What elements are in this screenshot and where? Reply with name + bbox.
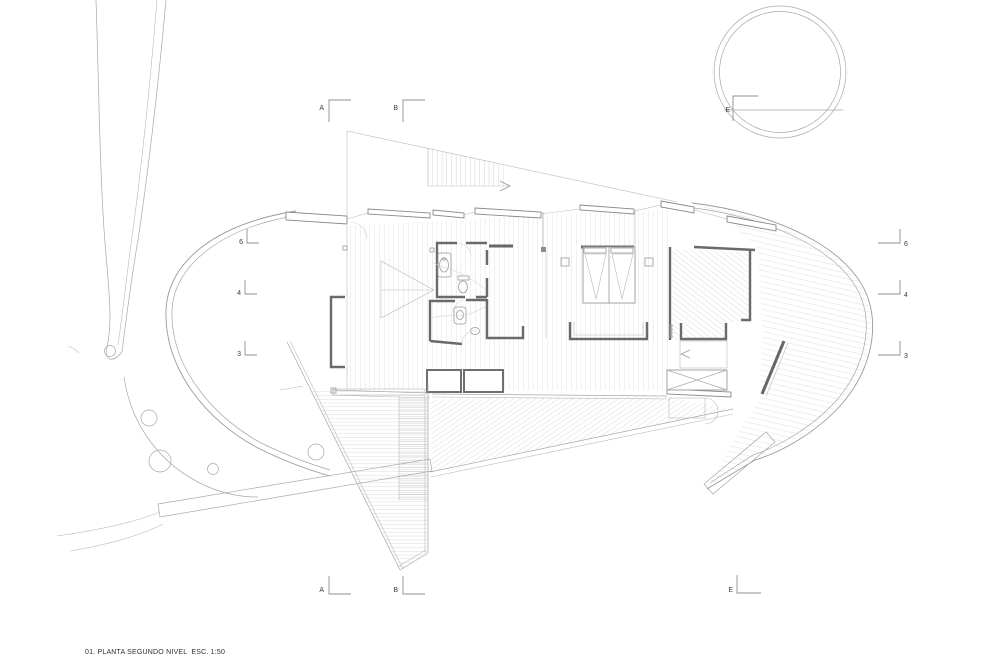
curved-blade-wall bbox=[67, 0, 167, 360]
deck-curve-left bbox=[165, 210, 331, 477]
nightstand bbox=[644, 257, 654, 267]
balcony-wall-west bbox=[329, 295, 345, 369]
section-markers-bottom: A B E bbox=[319, 575, 761, 595]
pillow bbox=[583, 247, 607, 254]
bathrooms bbox=[428, 241, 525, 346]
deck-south-wedge bbox=[429, 397, 734, 478]
boardwalk-band bbox=[56, 458, 433, 552]
skylight-triangle bbox=[380, 260, 435, 319]
wedge-stair-hatch bbox=[428, 149, 507, 186]
plan-caption: 01. PLANTA SEGUNDO NIVEL ESC. 1:50 bbox=[85, 649, 225, 656]
tree-circle bbox=[207, 463, 219, 475]
tree-circle bbox=[307, 443, 325, 461]
stairs-east bbox=[666, 340, 728, 425]
planter-box bbox=[463, 369, 504, 393]
hinge-mark bbox=[342, 245, 348, 251]
section-marker-a-top: A bbox=[319, 105, 324, 112]
grid-marker-4-right: 4 bbox=[904, 292, 908, 299]
grid-marker-3-left: 3 bbox=[237, 351, 241, 358]
tree-circle bbox=[140, 409, 158, 427]
section-markers-top: A B bbox=[319, 99, 425, 122]
exterior-wall-north bbox=[285, 200, 777, 253]
grid-markers-left: 6 4 3 bbox=[237, 229, 259, 358]
small-stair bbox=[668, 397, 706, 419]
ramp-stair-treads bbox=[399, 396, 428, 500]
grid-marker-6-left: 6 bbox=[239, 239, 243, 246]
grid-marker-4-left: 4 bbox=[237, 290, 241, 297]
planter-box bbox=[426, 369, 462, 393]
ramp-triangle bbox=[286, 340, 429, 571]
detail-circle-label-e: E bbox=[725, 107, 730, 114]
roof-wedge bbox=[346, 130, 678, 218]
wall-east-core bbox=[668, 247, 673, 340]
pillow bbox=[610, 247, 634, 254]
nightstand bbox=[560, 257, 570, 267]
grid-marker-3-right: 3 bbox=[904, 353, 908, 360]
stair-band-southeast bbox=[703, 431, 776, 495]
toilet-bowl bbox=[458, 280, 468, 294]
tree-circle bbox=[148, 449, 172, 473]
sofa bbox=[568, 322, 649, 341]
garden-area bbox=[123, 376, 325, 498]
section-marker-a-bottom: A bbox=[319, 587, 324, 594]
grid-marker-6-right: 6 bbox=[904, 241, 908, 248]
section-marker-b-bottom: B bbox=[393, 587, 398, 594]
terrace-room bbox=[672, 245, 756, 341]
section-marker-b-top: B bbox=[393, 105, 398, 112]
hinge-mark bbox=[429, 247, 435, 253]
stair-arrow bbox=[680, 349, 691, 359]
bedroom bbox=[541, 211, 654, 341]
diagonal-wall-southeast bbox=[760, 340, 789, 397]
stair-direction-arrow bbox=[499, 180, 511, 192]
tree-circle bbox=[104, 345, 116, 357]
section-marker-e-bottom: E bbox=[728, 587, 733, 594]
grid-markers-right: 6 4 3 bbox=[878, 229, 908, 360]
detail-circle: E bbox=[713, 5, 847, 139]
